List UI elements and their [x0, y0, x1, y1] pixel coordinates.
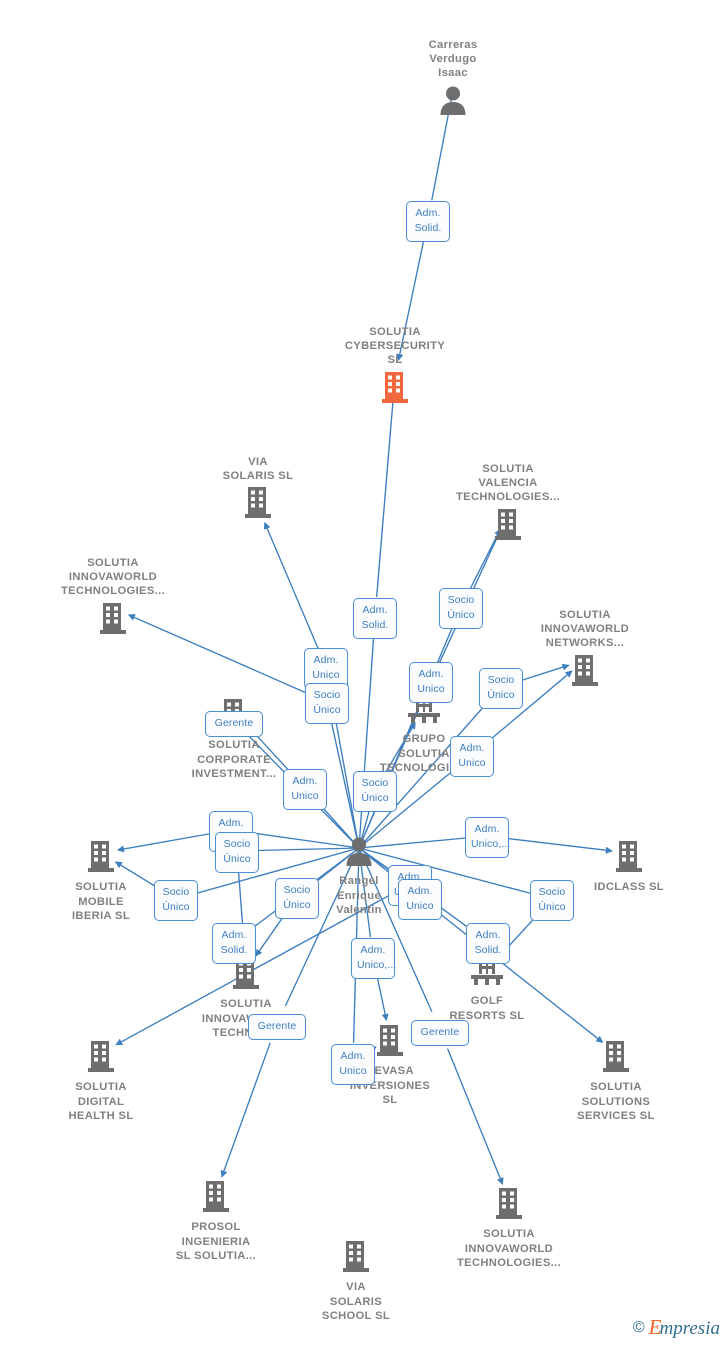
node-label: SOLUTIA MOBILE IBERIA SL [71, 881, 131, 922]
graph-node-n16[interactable]: SOLUTIA SOLUTIONS SERVICES SL [546, 1038, 686, 1123]
edge-label[interactable]: Gerente [248, 1014, 306, 1040]
graph-node-n19[interactable]: VIA SOLARIS SCHOOL SL [286, 1238, 426, 1323]
edge-label[interactable]: Adm. Solid. [353, 598, 397, 639]
node-label: SOLUTIA CORPORATE INVESTMENT... [191, 739, 277, 780]
person-icon [439, 85, 467, 121]
node-label: SOLUTIA INNOVAWORLD TECHNOLOGIES... [456, 1228, 562, 1269]
graph-node-n3[interactable]: VIA SOLARIS SL [188, 455, 328, 525]
edge-label[interactable]: Adm. Unico [409, 662, 453, 703]
edge-label[interactable]: Socio Único [353, 771, 397, 812]
building-icon [88, 1041, 114, 1078]
copyright-icon: © [632, 1319, 645, 1336]
edge-label[interactable]: Adm. Unico,... [465, 817, 510, 858]
building-icon [382, 371, 408, 409]
building-icon [603, 1041, 629, 1078]
edge-label[interactable]: Adm. Solid. [406, 201, 450, 242]
edge-label[interactable]: Adm. Unico [450, 736, 494, 777]
node-label: SOLUTIA VALENCIA TECHNOLOGIES... [455, 463, 561, 504]
edge-label[interactable]: Socio Único [439, 588, 483, 629]
node-label: SOLUTIA INNOVAWORLD TECHNOLOGIES... [60, 557, 166, 598]
graph-node-n1[interactable]: Carreras Verdugo Isaac [383, 38, 523, 121]
building-icon [377, 1025, 403, 1062]
building-icon [88, 841, 114, 878]
node-label: VIA SOLARIS SL [222, 456, 294, 483]
graph-node-n4[interactable]: SOLUTIA VALENCIA TECHNOLOGIES... [438, 462, 578, 546]
node-label: PROSOL INGENIERIA SL SOLUTIA... [175, 1221, 257, 1262]
edge-label[interactable]: Socio Único [154, 880, 198, 921]
graph-node-n10[interactable]: SOLUTIA MOBILE IBERIA SL [31, 838, 171, 923]
edge-label[interactable]: Adm. Solid. [212, 923, 256, 964]
edge-label[interactable]: Socio Único [215, 832, 259, 873]
node-label: SOLUTIA INNOVAWORLD NETWORKS... [540, 609, 630, 650]
graph-node-n8[interactable]: GRUPO SOLUTIA TECNOLOGIA... [354, 693, 494, 775]
brand-initial: E [648, 1315, 662, 1339]
node-label: SOLUTIA DIGITAL HEALTH SL [68, 1081, 134, 1122]
graph-node-n17[interactable]: PROSOL INGENIERIA SL SOLUTIA... [146, 1178, 286, 1263]
graph-node-n5[interactable]: SOLUTIA INNOVAWORLD TECHNOLOGIES... [43, 556, 183, 640]
building-icon [572, 654, 598, 692]
building-icon [495, 508, 521, 546]
edge-label[interactable]: Adm. Unico [304, 648, 348, 689]
node-label: GRUPO SOLUTIA TECNOLOGIA... [379, 733, 469, 774]
edge-label[interactable]: Adm. Solid. [466, 923, 510, 964]
edge-label[interactable]: Adm. Unico [398, 879, 442, 920]
edge-label[interactable]: Socio Único [530, 880, 574, 921]
building-icon [100, 602, 126, 640]
node-label: GOLF RESORTS SL [449, 995, 525, 1022]
graph-node-n18[interactable]: SOLUTIA INNOVAWORLD TECHNOLOGIES... [439, 1185, 579, 1270]
building-icon [203, 1181, 229, 1218]
node-label: Rangel Enrique Valentin [336, 875, 382, 916]
edge-label[interactable]: Gerente [411, 1020, 469, 1046]
graph-node-n6[interactable]: SOLUTIA INNOVAWORLD NETWORKS... [515, 608, 655, 692]
building-icon [616, 841, 642, 878]
graph-node-n13[interactable]: GOLF RESORTS SL [417, 955, 557, 1023]
node-label: IDCLASS SL [593, 881, 664, 894]
node-label: VIA SOLARIS SCHOOL SL [321, 1281, 391, 1322]
node-label: Carreras Verdugo Isaac [428, 39, 478, 80]
person-icon [345, 836, 373, 872]
graph-node-n14[interactable]: SOLUTIA DIGITAL HEALTH SL [31, 1038, 171, 1123]
edge-label[interactable]: Socio Único [305, 683, 349, 724]
edge-label[interactable]: Gerente [205, 711, 263, 737]
building-icon [496, 1188, 522, 1225]
edge-label[interactable]: Adm. Unico,... [351, 938, 396, 979]
graph-node-n11[interactable]: IDCLASS SL [559, 838, 699, 895]
edge-label[interactable]: Adm. Unico [331, 1044, 375, 1085]
node-label: SOLUTIA CYBERSECURITY SL [344, 326, 446, 367]
building-icon [245, 487, 271, 524]
empresia-watermark: © Empresia [633, 1317, 720, 1339]
brand-name: mpresia [659, 1318, 720, 1339]
building-icon [343, 1241, 369, 1278]
node-label: SOLUTIA SOLUTIONS SERVICES SL [577, 1081, 655, 1122]
graph-node-n7[interactable]: SOLUTIA CORPORATE INVESTMENT... [164, 696, 304, 781]
graph-node-n2[interactable]: SOLUTIA CYBERSECURITY SL [325, 325, 465, 409]
graph-node-n9[interactable]: Rangel Enrique Valentin [289, 833, 429, 917]
edge-label[interactable]: Socio Único [479, 668, 523, 709]
edge-label[interactable]: Adm. Unico [283, 769, 327, 810]
edge-label[interactable]: Socio Único [275, 878, 319, 919]
